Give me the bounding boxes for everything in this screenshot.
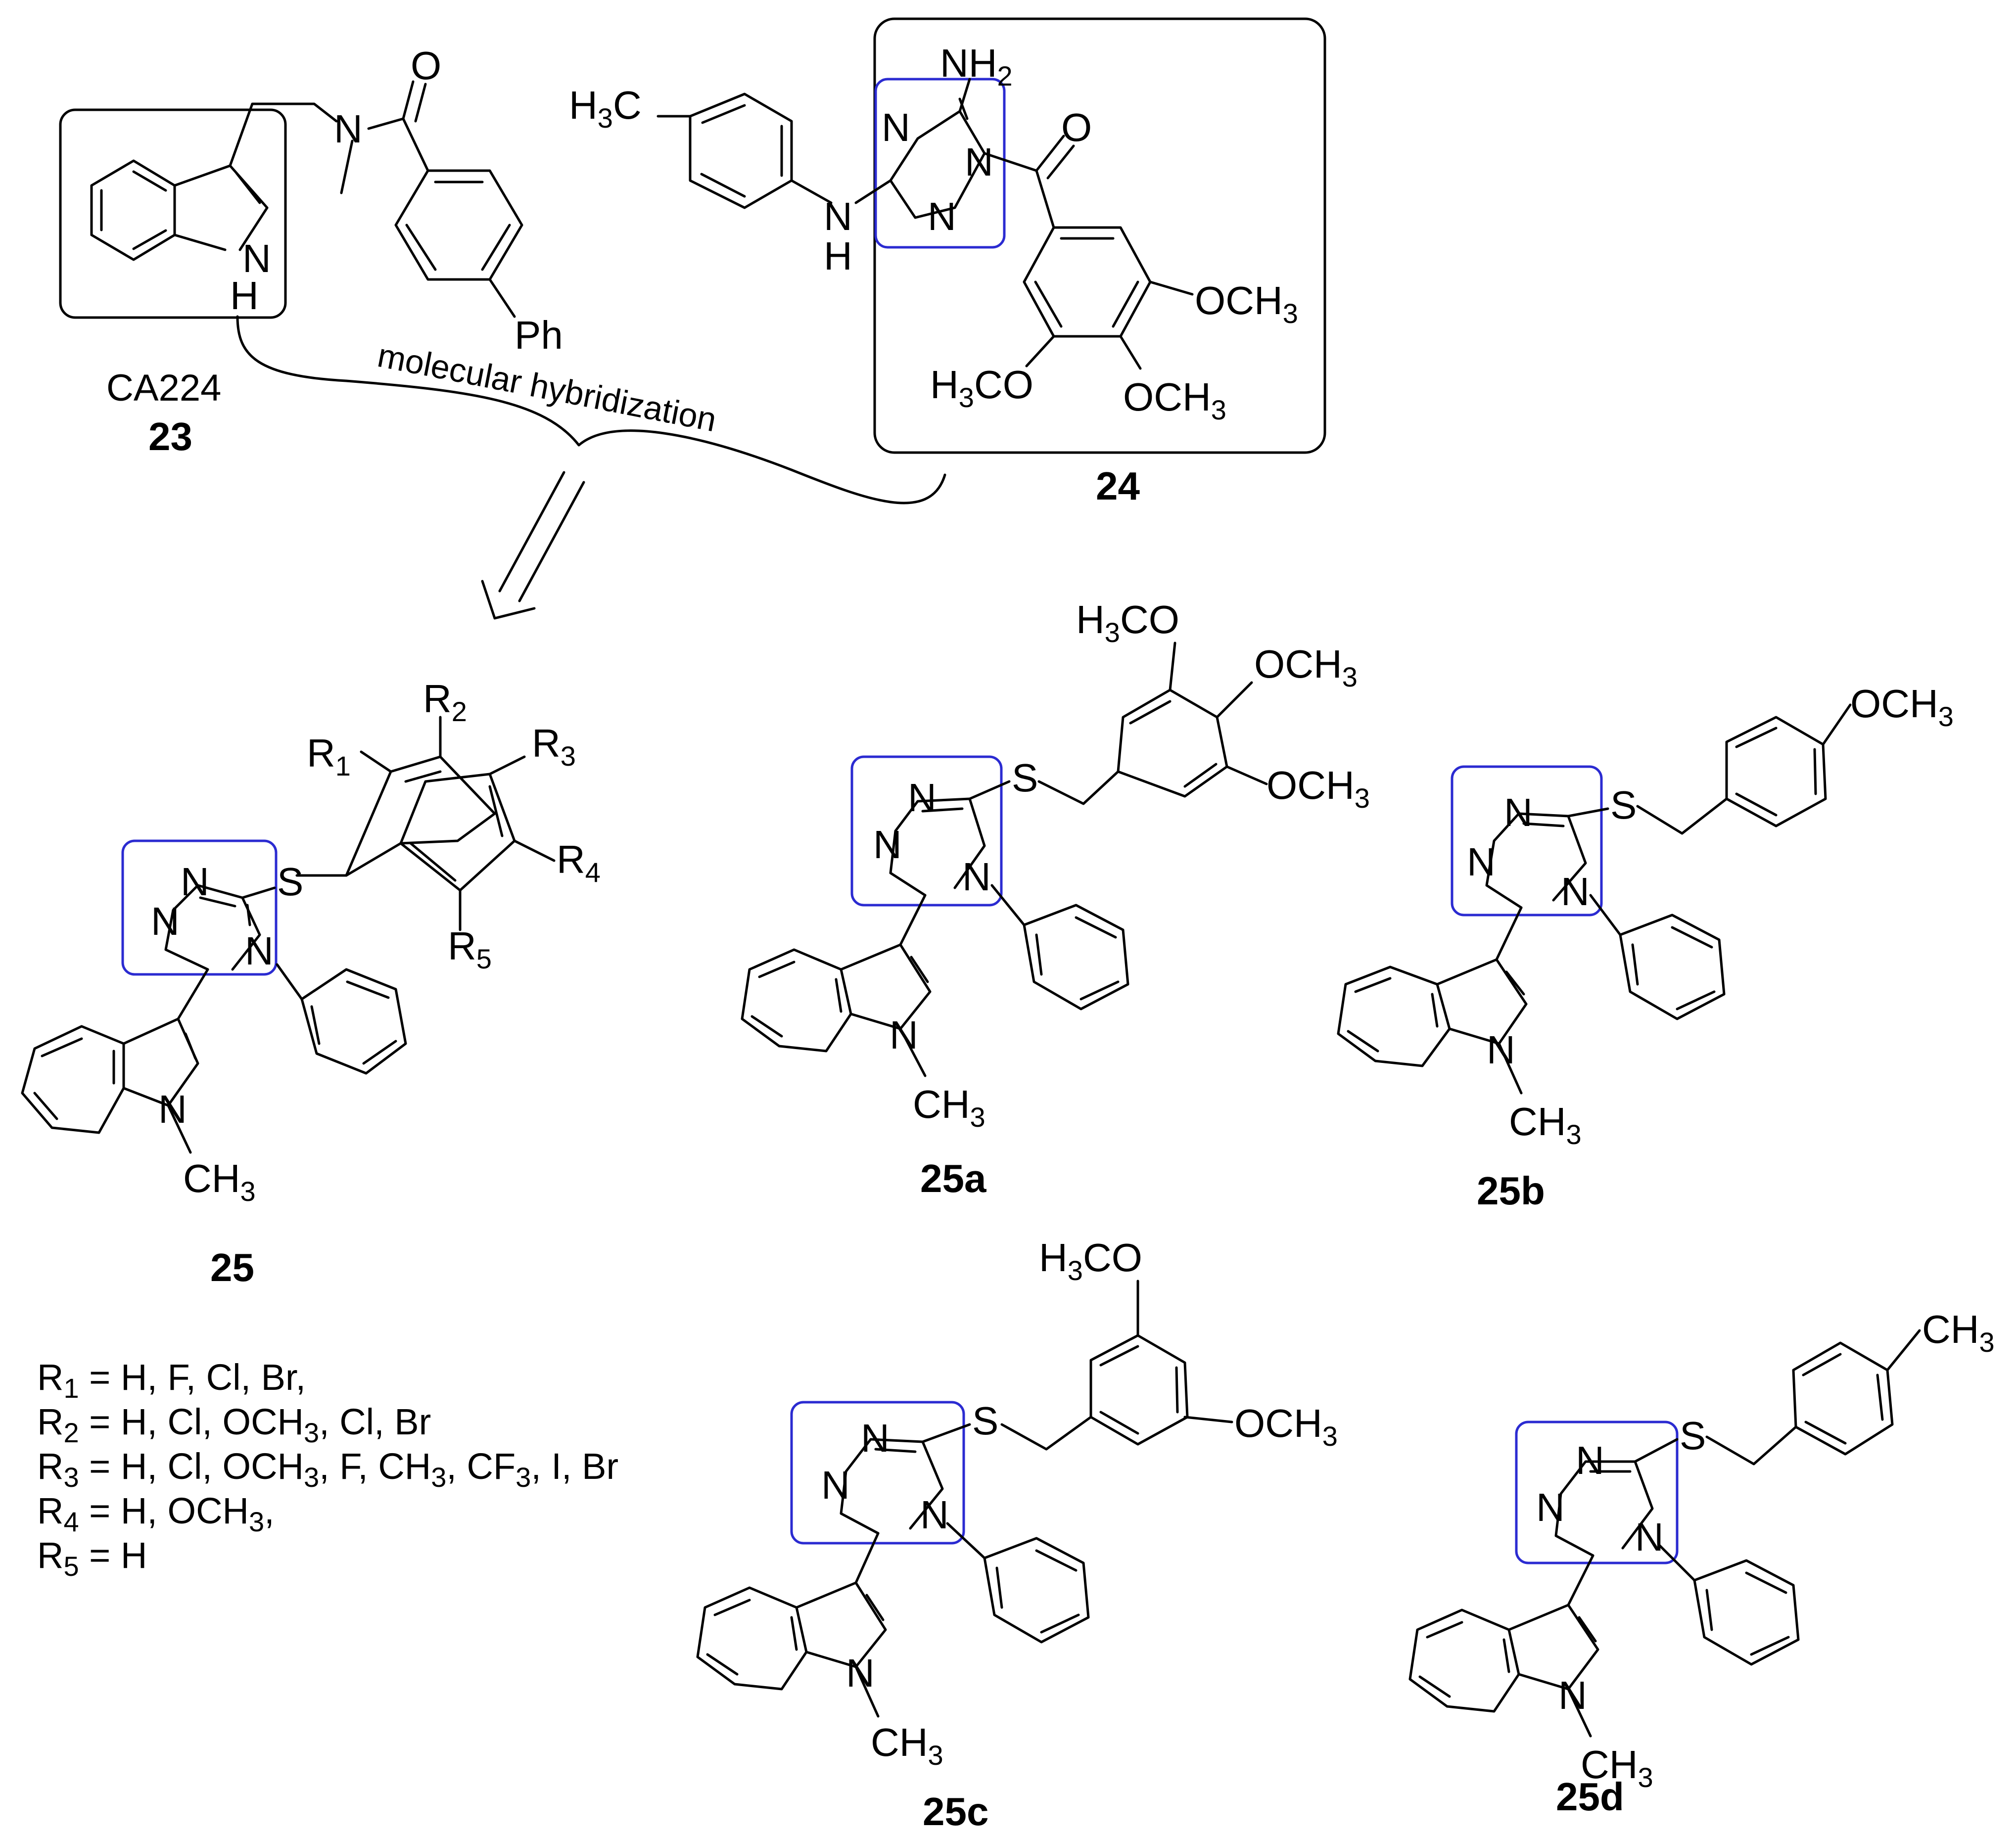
triazole-box-25b: [1451, 765, 1603, 917]
atom-OCH3: OCH3: [1234, 1401, 1338, 1452]
atom-S: S: [1680, 1414, 1706, 1458]
atom-N: N: [334, 107, 363, 151]
label-compound-23: 23: [148, 414, 192, 459]
atom-N: N: [158, 1087, 187, 1131]
atom-N: N: [873, 823, 902, 867]
r-group-line-5: R5 = H: [37, 1535, 147, 1582]
atom-O: O: [1061, 105, 1092, 149]
atom-S: S: [1012, 756, 1038, 800]
atom-H3CO: H3CO: [1039, 1236, 1142, 1286]
atom-N: N: [861, 1416, 890, 1460]
compound-23-structure: [90, 80, 523, 318]
r-group-definitions: R1 = H, F, Cl, Br, R2 = H, Cl, OCH3, Cl,…: [37, 1357, 618, 1582]
triazole-box-25c: [790, 1401, 965, 1545]
label-compound-25d: 25d: [1556, 1775, 1624, 1819]
atom-N: N: [1467, 840, 1496, 884]
compound-24-structure: [656, 78, 1194, 370]
atom-N: N: [821, 1463, 850, 1507]
label-ca224: CA224: [106, 367, 221, 409]
atom-N: N: [962, 855, 991, 899]
triazole-box-24: [874, 78, 1006, 249]
atom-N: N: [245, 929, 274, 973]
atom-O: O: [411, 44, 441, 88]
atom-CH3: CH3: [183, 1156, 256, 1207]
r-group-line-1: R1 = H, F, Cl, Br,: [37, 1357, 306, 1404]
atom-R3: R3: [532, 721, 576, 772]
atom-N: N: [846, 1651, 875, 1695]
atom-N: N: [1504, 790, 1533, 834]
atom-N: N: [181, 860, 209, 904]
atom-S: S: [1610, 783, 1637, 827]
label-compound-25c: 25c: [923, 1789, 988, 1834]
atom-N: N: [242, 236, 271, 280]
atom-N: N: [1558, 1673, 1587, 1717]
compound-25-structure: [21, 716, 556, 1154]
atom-N: N: [151, 899, 180, 943]
indole-fragment-box: [59, 108, 287, 319]
compound-25a-structure: [741, 642, 1268, 1077]
label-compound-25b: 25b: [1477, 1169, 1545, 1213]
atom-OCH3: OCH3: [1254, 642, 1358, 692]
atom-R2: R2: [423, 677, 467, 727]
atom-N: N: [908, 776, 937, 820]
atom-Ph: Ph: [515, 313, 563, 357]
label-compound-25a: 25a: [920, 1156, 986, 1200]
r-group-line-2: R2 = H, Cl, OCH3, Cl, Br: [37, 1401, 431, 1448]
atom-CH3: CH3: [1581, 1743, 1653, 1793]
atom-CH3: CH3: [1509, 1100, 1582, 1150]
atom-N: N: [890, 1013, 918, 1057]
triazole-box-25a: [850, 755, 1003, 907]
label-compound-24: 24: [1096, 464, 1140, 508]
atom-OCH3: OCH3: [1195, 278, 1298, 329]
atom-N: N: [965, 140, 993, 184]
triazole-box-25: [121, 839, 278, 976]
atom-R4: R4: [557, 837, 601, 888]
atom-H3CO: H3CO: [1076, 597, 1179, 648]
atom-H3C: H3C: [569, 83, 642, 134]
atom-H3CO: H3CO: [930, 363, 1033, 413]
atom-N: N: [1487, 1028, 1515, 1072]
atom-CH3: CH3: [913, 1082, 985, 1133]
hybridization-arrow: [481, 471, 585, 620]
atom-OCH3: OCH3: [1123, 375, 1226, 425]
atom-N: N: [1576, 1438, 1604, 1482]
triazole-box-25d: [1515, 1421, 1679, 1564]
atom-N: N: [1536, 1485, 1565, 1529]
atom-N: N: [1635, 1515, 1664, 1559]
atom-OCH3: OCH3: [1850, 682, 1954, 732]
atom-R1: R1: [307, 731, 351, 781]
atom-NH2: NH2: [940, 41, 1013, 92]
atom-CH3: CH3: [1922, 1307, 1995, 1358]
atom-S: S: [277, 860, 303, 904]
hybridization-brace: [236, 315, 946, 505]
atom-H: H: [230, 274, 259, 318]
atom-R5: R5: [448, 924, 492, 974]
atom-H: H: [824, 234, 852, 278]
compound-25c-structure: [696, 1280, 1233, 1718]
atom-N: N: [920, 1493, 949, 1537]
atom-N: N: [824, 194, 852, 238]
atom-N: N: [882, 105, 910, 149]
compound-25d-structure: [1408, 1329, 1921, 1738]
atom-OCH3: OCH3: [1266, 763, 1370, 814]
r-group-line-4: R4 = H, OCH3,: [37, 1490, 275, 1537]
atom-N: N: [928, 194, 956, 238]
label-compound-25: 25: [210, 1245, 254, 1289]
atom-S: S: [972, 1399, 998, 1443]
compound-25b-structure: [1337, 703, 1852, 1095]
atom-N: N: [1561, 870, 1590, 914]
r-group-line-3: R3 = H, Cl, OCH3, F, CH3, CF3, I, Br: [37, 1446, 618, 1493]
atom-CH3: CH3: [871, 1720, 943, 1771]
